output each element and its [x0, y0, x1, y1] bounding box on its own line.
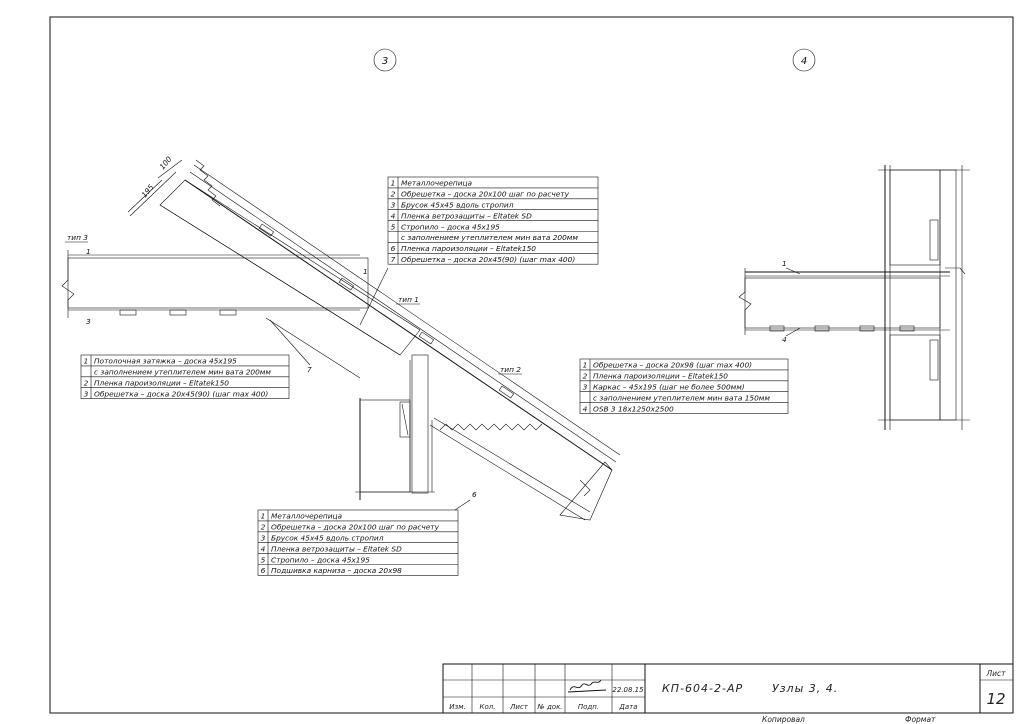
legend-row-text: с заполнением утеплителем мин вата 200мм: [401, 233, 578, 242]
legend-row-text: Пленка пароизоляции – Eltatek150: [593, 372, 728, 381]
leader-label-3: 3: [86, 317, 91, 326]
title-block-col-header: Подп.: [578, 703, 599, 711]
legend-row-text: Брусок 45х45 вдоль стропил: [401, 201, 514, 210]
title-block-col-header: Дата: [618, 703, 637, 711]
legend-top: 1 Металлочерепица 2 Обрешетка – доска 20х10…: [387, 176, 599, 265]
legend-row-number: 2: [84, 379, 89, 388]
legend-row-text: с заполнением утеплителем мин вата 200мм: [94, 368, 271, 377]
legend-row-number: 5: [261, 555, 266, 564]
legend-row-text: OSB 3 18х1250х2500: [593, 404, 674, 413]
title-block-col-header: Кол.: [480, 703, 496, 711]
legend-row-text: Брусок 45х45 вдоль стропил: [271, 534, 384, 543]
dim-100: 100: [158, 154, 174, 171]
legend-row-text: Обрешетка – доска 20х45(90) (шаг max 400…: [401, 255, 575, 264]
legend-row-text: Каркас – 45х195 (шаг не более 500мм): [593, 383, 745, 392]
legend-row-number: 3: [261, 534, 266, 543]
legend-row-number: 6: [391, 244, 396, 253]
legend-row-text: Стропило – доска 45х195: [401, 222, 500, 231]
sheet-number: 12: [986, 690, 1005, 708]
legend-row-text: Стропило – доска 45х195: [271, 555, 370, 564]
leader-label-1: 1: [86, 247, 91, 256]
node4-leader-4: 4: [782, 335, 787, 344]
node4-leader-1: 1: [782, 259, 787, 268]
leader-label-7: 7: [307, 365, 312, 374]
title-block-col-header: № док.: [536, 703, 562, 711]
doc-code: КП-604-2-АР: [662, 682, 743, 695]
node-3-wall: [355, 354, 435, 500]
legend-row-number: 3: [391, 201, 396, 210]
footer-format: Формат: [905, 715, 936, 724]
node-marker-4: 4: [792, 48, 816, 72]
title-block: [442, 663, 1014, 714]
legend-row-number: 1: [391, 179, 396, 188]
svg-text:4: 4: [801, 56, 807, 67]
legend-row-text: Обрешетка – доска 20х45(90) (шаг max 400…: [94, 389, 268, 398]
legend-row-text: с заполнением утеплителем мин вата 150мм: [593, 393, 770, 402]
legend-row-text: Пленка ветрозащиты – Eltatek SD: [271, 544, 402, 553]
type-2-label: тип 2: [500, 365, 521, 374]
type-3-label: тип 3: [67, 233, 88, 242]
legend-row-number: 5: [391, 222, 396, 231]
legend-row-number: 1: [84, 357, 89, 366]
legend-row-text: Обрешетка – доска 20х98 (шаг max 400): [593, 361, 752, 370]
legend-bottom: 1 Металлочерепица 2 Обрешетка – доска 20х10…: [257, 509, 459, 576]
legend-left: 1 Потолочная затяжка – доска 45х195 с запо…: [80, 354, 290, 399]
legend-row-text: Пленка пароизоляции – Eltatek150: [94, 379, 229, 388]
legend-row-text: Металлочерепица: [401, 179, 473, 188]
leader-label-6: 6: [472, 490, 477, 499]
legend-row-number: 2: [391, 190, 396, 199]
signature-icon: [567, 679, 607, 693]
legend-row-number: 1: [583, 361, 588, 370]
legend-row-number: 3: [84, 389, 89, 398]
legend-row-text: Металлочерепица: [271, 512, 343, 521]
node-4-floor: [738, 267, 966, 335]
legend-row-number: 7: [391, 255, 396, 264]
svg-text:3: 3: [382, 56, 388, 67]
dim-195: 195: [140, 182, 156, 199]
legend-row-text: Пленка ветрозащиты – Eltatek SD: [401, 211, 532, 220]
legend-row-number: 2: [261, 523, 266, 532]
title-block-col-header: Лист: [509, 703, 529, 711]
node-4-wall: [878, 165, 970, 430]
legend-row-number: 3: [583, 383, 588, 392]
sheet-title: Узлы 3, 4.: [772, 682, 838, 695]
legend-row-text: Обрешетка – доска 20х100 шаг по расчету: [271, 523, 440, 532]
node-3-ceiling-layer: [61, 250, 369, 318]
title-block-column-headers: Изм. Кол. Лист № док. Подп. Дата: [449, 703, 637, 711]
legend-row-text: Потолочная затяжка – доска 45х195: [94, 357, 237, 366]
title-block-col-header: Изм.: [449, 703, 465, 711]
leader-label-1b: 1: [363, 267, 368, 276]
legend-row-text: Обрешетка – доска 20х100 шаг по расчету: [401, 190, 570, 199]
node-3-roof-slope: [127, 159, 621, 521]
node-marker-3: 3: [373, 48, 397, 72]
footer-copied-by: Копировал: [762, 715, 805, 724]
legend-row-number: 2: [583, 372, 588, 381]
type-1-label: тип 1: [398, 295, 419, 304]
legend-row-number: 6: [261, 566, 266, 575]
legend-row-number: 4: [391, 211, 396, 220]
legend-row-number: 4: [261, 544, 266, 553]
legend-row-text: Подшивка карниза – доска 20х98: [271, 566, 402, 575]
legend-row-number: 1: [261, 512, 266, 521]
legend-row-text: Пленка пароизоляции – Eltatek150: [401, 244, 536, 253]
legend-row-number: 4: [583, 404, 588, 413]
title-block-date: 22.08.15: [612, 686, 644, 694]
sheet-label: Лист: [985, 669, 1006, 678]
